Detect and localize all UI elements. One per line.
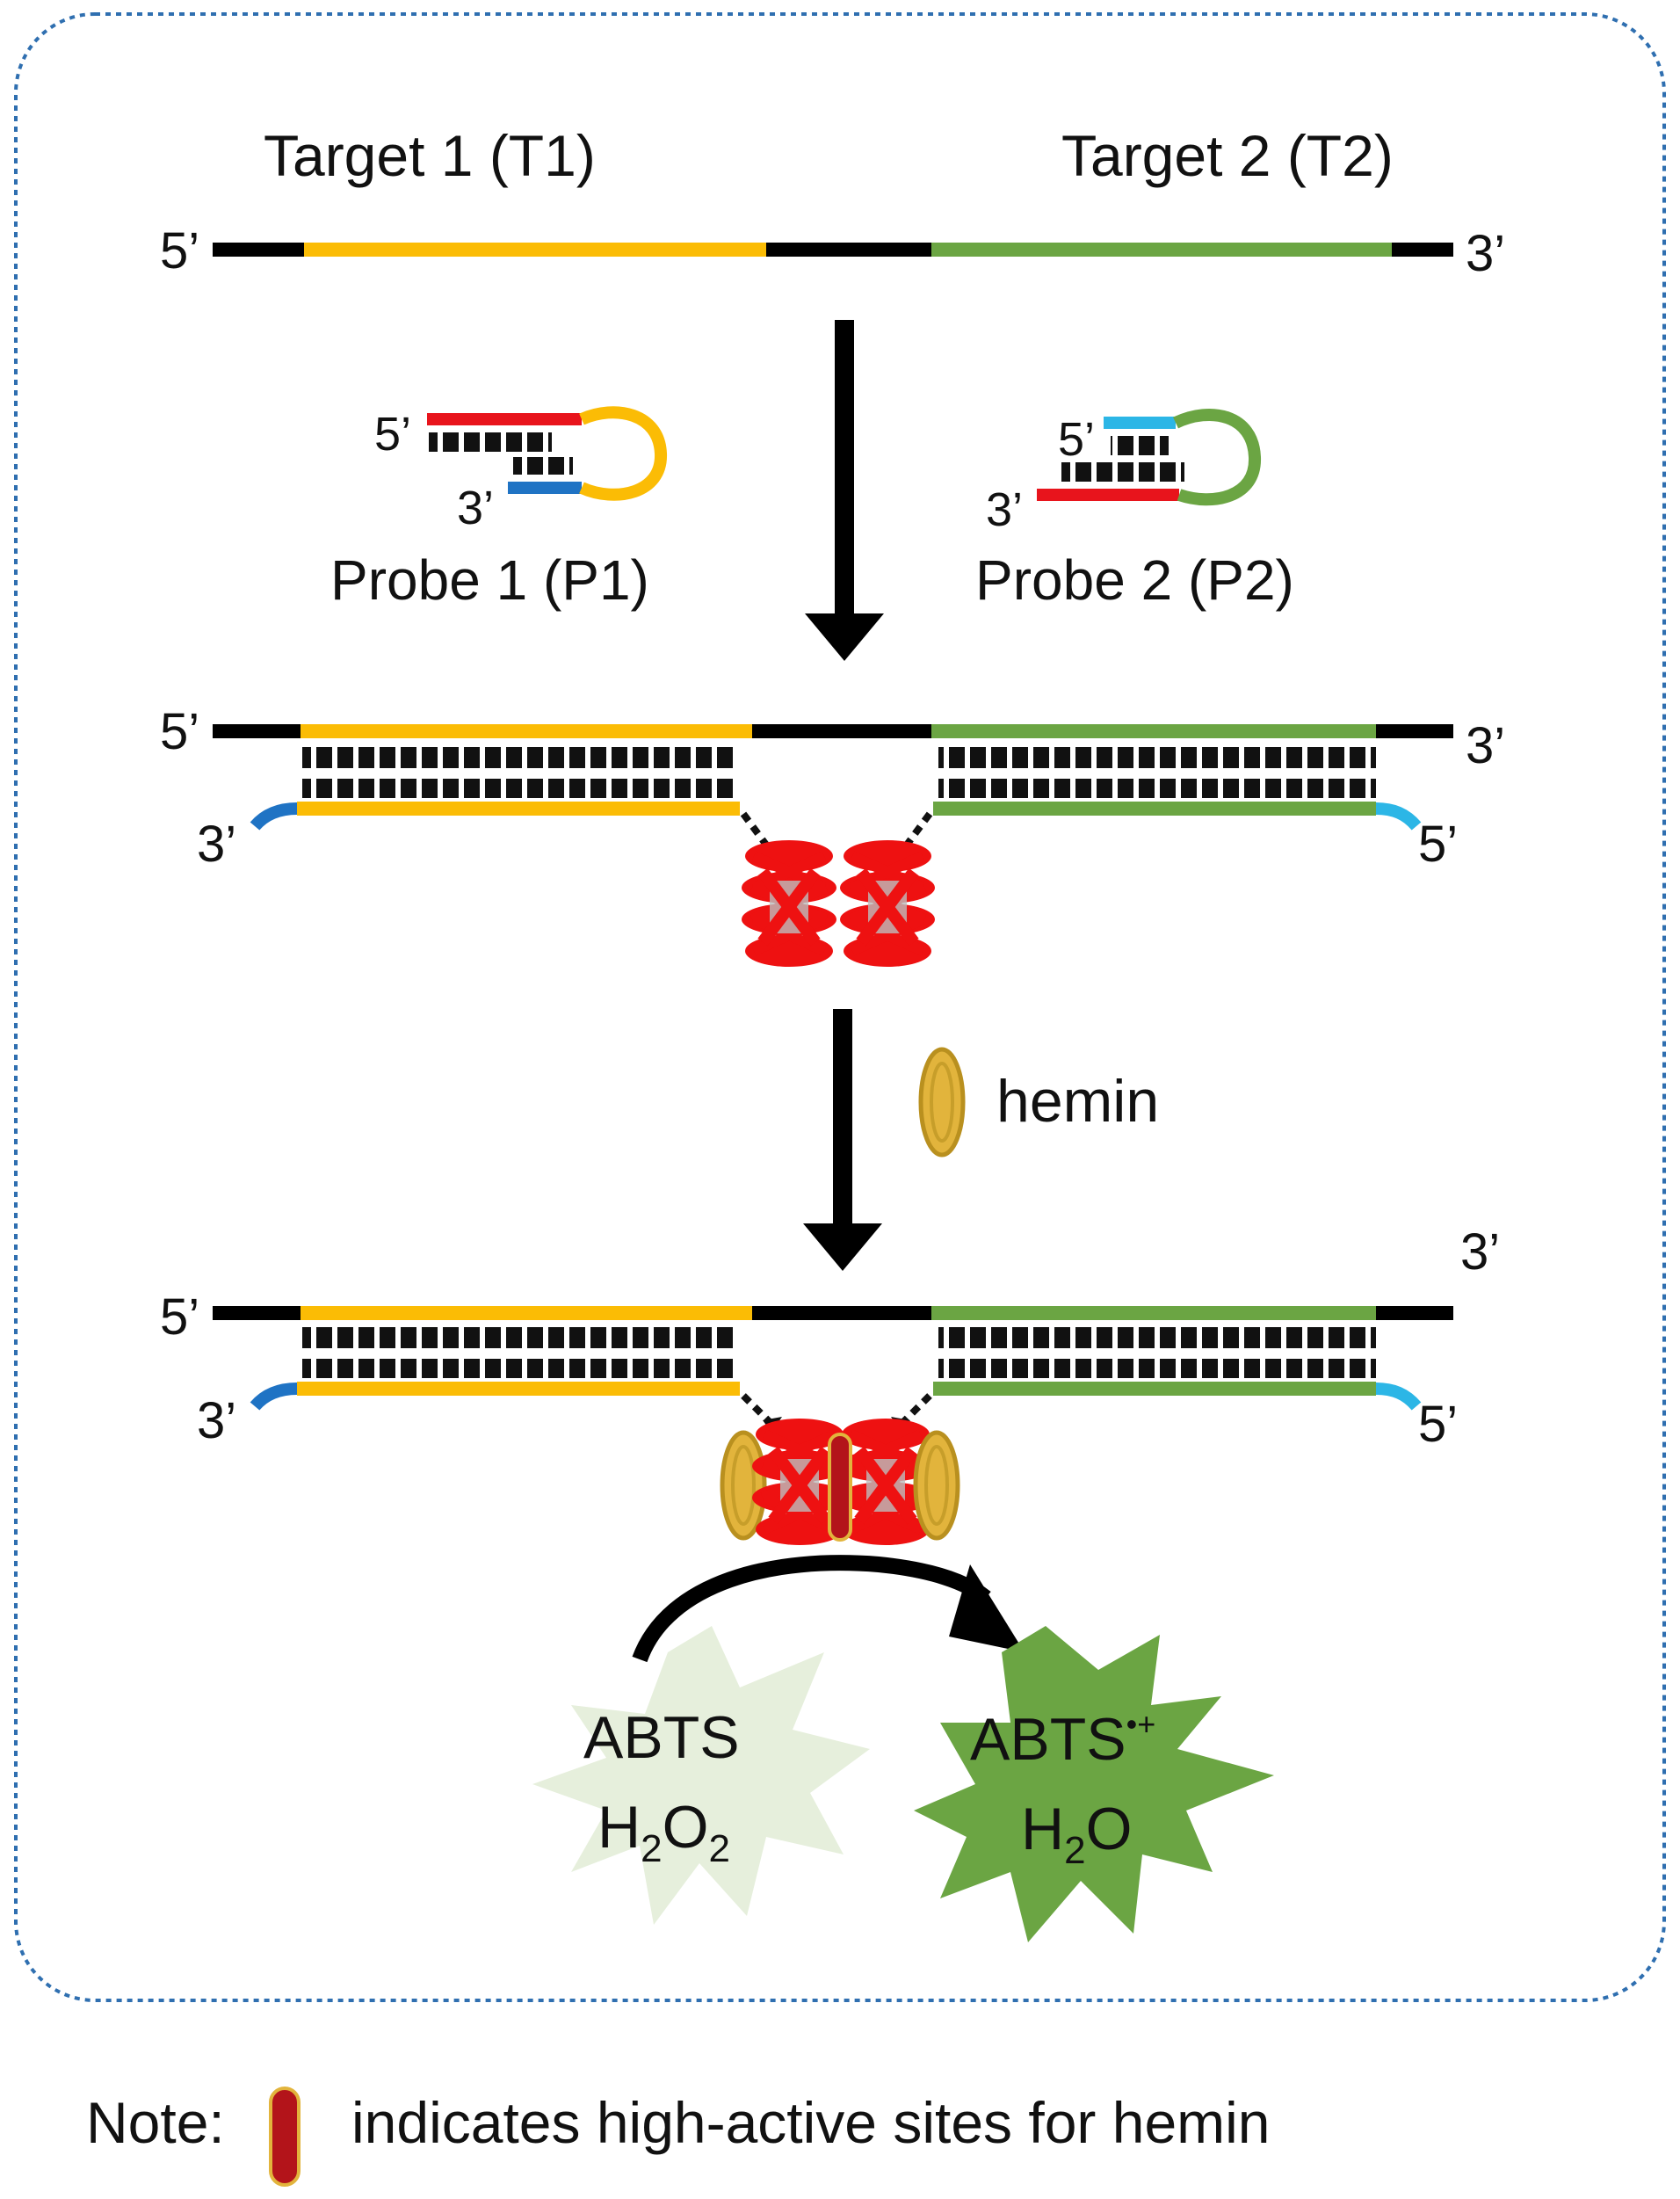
hemin-label: hemin xyxy=(996,1068,1159,1135)
complex1-3prime-label: 3’ xyxy=(1466,717,1505,774)
target2-label: Target 2 (T2) xyxy=(1061,123,1394,188)
complex2-3prime-top-label: 3’ xyxy=(1460,1223,1500,1281)
complex1-probe-5prime-label: 5’ xyxy=(1418,816,1458,873)
product-h2o-label: H2O xyxy=(1021,1796,1133,1872)
target1-label: Target 1 (T1) xyxy=(264,123,596,188)
complex1-5prime-label: 5’ xyxy=(160,703,199,760)
probe2-5prime-label: 5’ xyxy=(1058,413,1095,466)
complex2-5prime-label: 5’ xyxy=(160,1288,199,1346)
substrate-h2o2-label: H2O2 xyxy=(597,1794,730,1870)
complex1-duplex xyxy=(213,724,1453,860)
target-5prime-label: 5’ xyxy=(160,222,199,279)
starburst-icon xyxy=(914,1626,1274,1942)
complex2-probe-5prime-label: 5’ xyxy=(1418,1396,1458,1453)
probe1-5prime-label: 5’ xyxy=(374,408,411,461)
probe2-label: Probe 2 (P2) xyxy=(975,548,1294,612)
probe1-3prime-label: 3’ xyxy=(457,482,494,534)
probe1-hairpin xyxy=(427,406,667,501)
probe1-label: Probe 1 (P1) xyxy=(330,548,649,612)
down-arrow-icon xyxy=(805,320,884,661)
probe2-3prime-label: 3’ xyxy=(986,483,1023,536)
complex1-probe-3prime-label: 3’ xyxy=(197,816,236,873)
product-abts-label: ABTS•+ xyxy=(970,1706,1155,1773)
complex2-duplex xyxy=(213,1306,1453,1433)
hemin-disc-icon xyxy=(921,1049,963,1155)
curved-arrow-icon xyxy=(632,1555,1025,1663)
probe2-hairpin xyxy=(1037,409,1261,506)
note-prefix: Note: xyxy=(86,2090,225,2155)
panel-frame xyxy=(14,12,1666,2002)
high-active-site-icon xyxy=(269,2087,301,2187)
complex2-probe-3prime-label: 3’ xyxy=(197,1392,236,1449)
g-quadruplex-icon xyxy=(742,840,935,967)
note-text: indicates high-active sites for hemin xyxy=(351,2090,1271,2155)
substrate-abts-label: ABTS xyxy=(583,1704,740,1771)
g-quadruplex-hemin-complex-icon xyxy=(722,1419,958,1545)
down-arrow-icon xyxy=(803,1009,882,1271)
target-strand xyxy=(213,243,1453,257)
target-3prime-label: 3’ xyxy=(1466,225,1505,282)
starburst-icon xyxy=(532,1626,870,1925)
